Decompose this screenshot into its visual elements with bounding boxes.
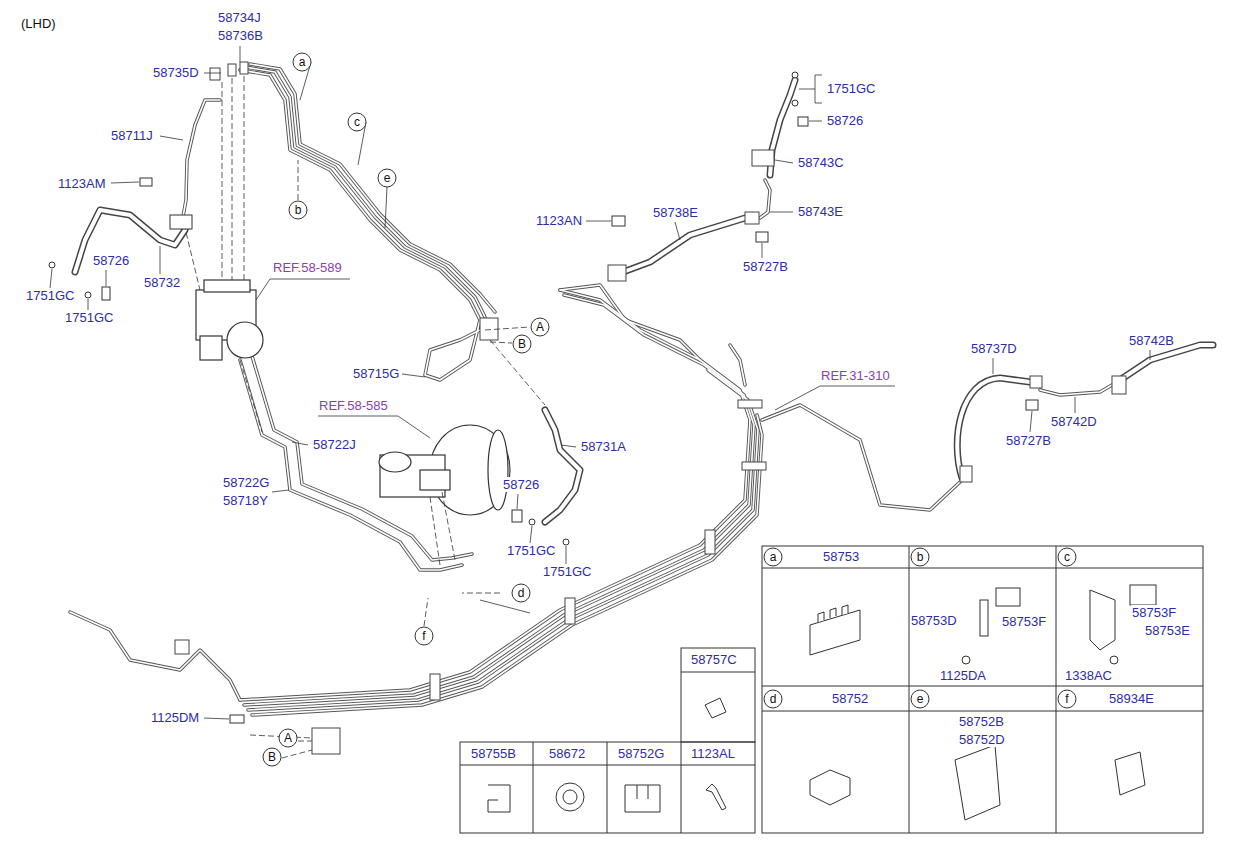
callout-circle: c xyxy=(1057,547,1077,567)
part-number: 1751GC xyxy=(25,288,75,303)
callout-circle: A xyxy=(530,317,550,337)
part-number: 58742D xyxy=(1050,414,1098,429)
part-number: 58755B xyxy=(470,746,517,761)
part-number: 58742B xyxy=(1128,333,1175,348)
part-number: 58718Y xyxy=(222,493,269,508)
callout-circle: a xyxy=(292,52,312,72)
callout-letter: f xyxy=(1057,689,1077,709)
callout-circle: b xyxy=(288,200,308,220)
part-number: 58734J xyxy=(217,10,262,25)
part-number: 1123AL xyxy=(690,746,736,761)
part-number: 58757C xyxy=(690,652,738,667)
part-number: 58743E xyxy=(797,204,844,219)
callout-letter: A xyxy=(530,317,550,337)
part-number: 58737D xyxy=(970,341,1018,356)
part-number: 58711J xyxy=(110,128,154,143)
part-number: 58722G xyxy=(222,475,270,490)
callout-letter: d xyxy=(763,689,783,709)
reference-label: REF.58-585 xyxy=(318,398,389,413)
part-number: 58732 xyxy=(143,275,181,290)
part-number: 1751GC xyxy=(64,310,114,325)
callout-circle: e xyxy=(910,689,930,709)
part-number: 58753F xyxy=(1131,605,1177,620)
part-number: 1751GC xyxy=(506,543,556,558)
part-number: 58752B xyxy=(958,714,1005,729)
part-number: 58735D xyxy=(152,65,200,80)
part-number: 1125DA xyxy=(939,668,987,683)
callout-circle: d xyxy=(763,689,783,709)
part-number: 58715G xyxy=(352,366,400,381)
part-number: 58743C xyxy=(797,155,845,170)
callout-letter: a xyxy=(763,547,783,567)
callout-letter: a xyxy=(292,52,312,72)
callout-letter: e xyxy=(377,168,397,188)
part-number: 58753 xyxy=(822,549,860,564)
part-number: 58752 xyxy=(831,691,869,706)
part-number: 58726 xyxy=(92,253,130,268)
part-number: 58753E xyxy=(1144,623,1191,638)
callout-letter: f xyxy=(414,626,434,646)
part-number: 58727B xyxy=(742,259,789,274)
callout-circle: a xyxy=(763,547,783,567)
callout-letter: c xyxy=(1057,547,1077,567)
reference-label: REF.58-589 xyxy=(272,260,343,275)
callout-circle: b xyxy=(910,547,930,567)
callout-circle: e xyxy=(377,168,397,188)
callout-letter: A xyxy=(278,728,298,748)
callout-letter: b xyxy=(288,200,308,220)
callout-letter: B xyxy=(262,747,282,767)
part-number: 1125DM xyxy=(150,710,200,725)
part-number: 58726 xyxy=(826,113,864,128)
part-number: 58752G xyxy=(617,746,665,761)
callout-circle: B xyxy=(262,747,282,767)
part-number: 58731A xyxy=(580,439,627,454)
reference-label: REF.31-310 xyxy=(820,368,891,383)
part-number: 58722J xyxy=(312,437,357,452)
part-number: 1123AM xyxy=(57,176,106,191)
callout-circle: B xyxy=(512,334,532,354)
callout-letter: b xyxy=(910,547,930,567)
callout-letter: c xyxy=(347,112,367,132)
part-number: 58736B xyxy=(217,28,264,43)
part-number: 58672 xyxy=(548,746,586,761)
callout-circle: d xyxy=(511,583,531,603)
part-number: 58934E xyxy=(1108,691,1155,706)
callout-circle: c xyxy=(347,112,367,132)
part-number: 1751GC xyxy=(826,81,876,96)
part-number: 58753D xyxy=(910,613,958,628)
callout-circle: f xyxy=(1057,689,1077,709)
part-number: 58726 xyxy=(502,477,540,492)
callout-letter: e xyxy=(910,689,930,709)
part-number: 58727B xyxy=(1005,433,1052,448)
part-number: 58752D xyxy=(958,732,1006,747)
part-number: 58753F xyxy=(1001,614,1047,629)
diagram-title: (LHD) xyxy=(20,16,57,31)
part-number: 1751GC xyxy=(542,564,592,579)
callout-circle: f xyxy=(414,626,434,646)
part-number: 1338AC xyxy=(1064,668,1113,683)
callout-letter: B xyxy=(512,334,532,354)
callout-letter: d xyxy=(511,583,531,603)
part-number: 58738E xyxy=(652,205,699,220)
part-number: 1123AN xyxy=(535,213,583,228)
callout-circle: A xyxy=(278,728,298,748)
